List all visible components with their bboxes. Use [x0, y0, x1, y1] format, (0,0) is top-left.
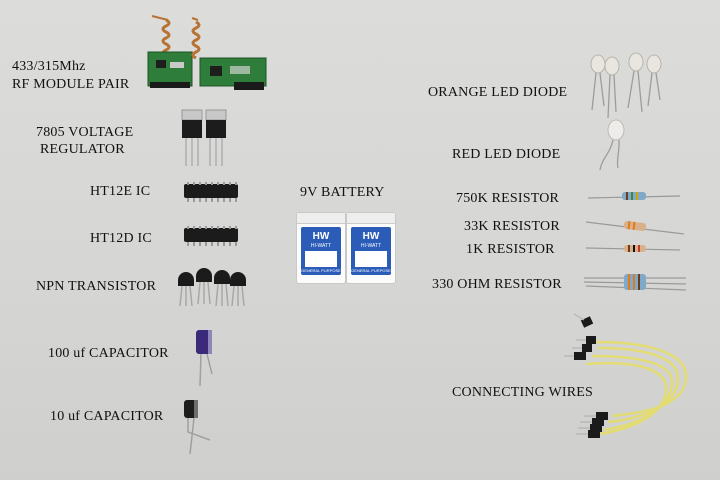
ht12e-label: HT12E IC: [90, 184, 151, 199]
regulator-label-line1: 7805 VOLTAGE: [36, 125, 134, 140]
resistor-1k: [585, 245, 681, 252]
battery-right-logo: HW: [362, 231, 380, 242]
rf-transmitter-board: [147, 51, 193, 87]
battery-left-logo: HW: [312, 231, 330, 242]
voltage-regulator-image: [181, 109, 227, 166]
resistor-750k: [587, 192, 681, 200]
wire-bundle: [585, 340, 688, 436]
resistor-1k-label: 1K RESISTOR: [466, 242, 555, 257]
battery-left: HW HI-WATT GENERAL PURPOSE: [296, 212, 346, 284]
regulator-label-line2: REGULATOR: [40, 142, 125, 157]
rf-coil-right: [191, 17, 201, 60]
battery-left-label-panel: HW HI-WATT GENERAL PURPOSE: [301, 227, 341, 275]
rf-module-label-line2: RF MODULE PAIR: [12, 77, 130, 92]
resistor-33k-label: 33K RESISTOR: [464, 219, 560, 234]
battery-right: HW HI-WATT GENERAL PURPOSE: [346, 212, 396, 284]
rf-coil-left: [151, 15, 171, 58]
battery-right-label-panel: HW HI-WATT GENERAL PURPOSE: [351, 227, 391, 275]
resistor-33k: [585, 221, 685, 235]
orange-led-label: ORANGE LED DIODE: [428, 85, 568, 100]
orange-led-image: [590, 52, 662, 119]
resistor-330-bundle: [584, 274, 687, 291]
ht12d-label: HT12D IC: [90, 231, 152, 246]
capacitor-10uf-label: 10 uf CAPACITOR: [50, 409, 164, 424]
connecting-wires-label: CONNECTING WIRES: [452, 385, 593, 400]
ht12e-ic-image: [184, 182, 238, 202]
battery-left-brand: HI-WATT: [310, 243, 332, 249]
red-led-image: [599, 119, 625, 171]
resistor-330-label: 330 OHM RESISTOR: [432, 277, 562, 292]
capacitor-100uf-label: 100 uf CAPACITOR: [48, 346, 169, 361]
battery-left-type: GENERAL PURPOSE: [301, 268, 341, 273]
rf-module-label-line1: 433/315Mhz: [12, 59, 86, 74]
battery-right-brand: HI-WATT: [360, 243, 382, 249]
resistors-image: [584, 192, 687, 291]
resistor-750k-label: 750K RESISTOR: [456, 191, 560, 206]
rf-module-pair-image: [147, 15, 267, 90]
npn-transistor-label: NPN TRANSISTOR: [36, 279, 157, 294]
battery-label: 9V BATTERY: [300, 185, 385, 200]
battery-right-type: GENERAL PURPOSE: [351, 268, 391, 273]
connecting-wires-image: [564, 313, 688, 438]
capacitor-100uf-image: [196, 330, 213, 387]
ht12d-ic-image: [184, 226, 238, 246]
npn-transistor-image: [178, 268, 246, 307]
capacitor-10uf-image: [184, 400, 211, 455]
red-led-label: RED LED DIODE: [452, 147, 561, 162]
